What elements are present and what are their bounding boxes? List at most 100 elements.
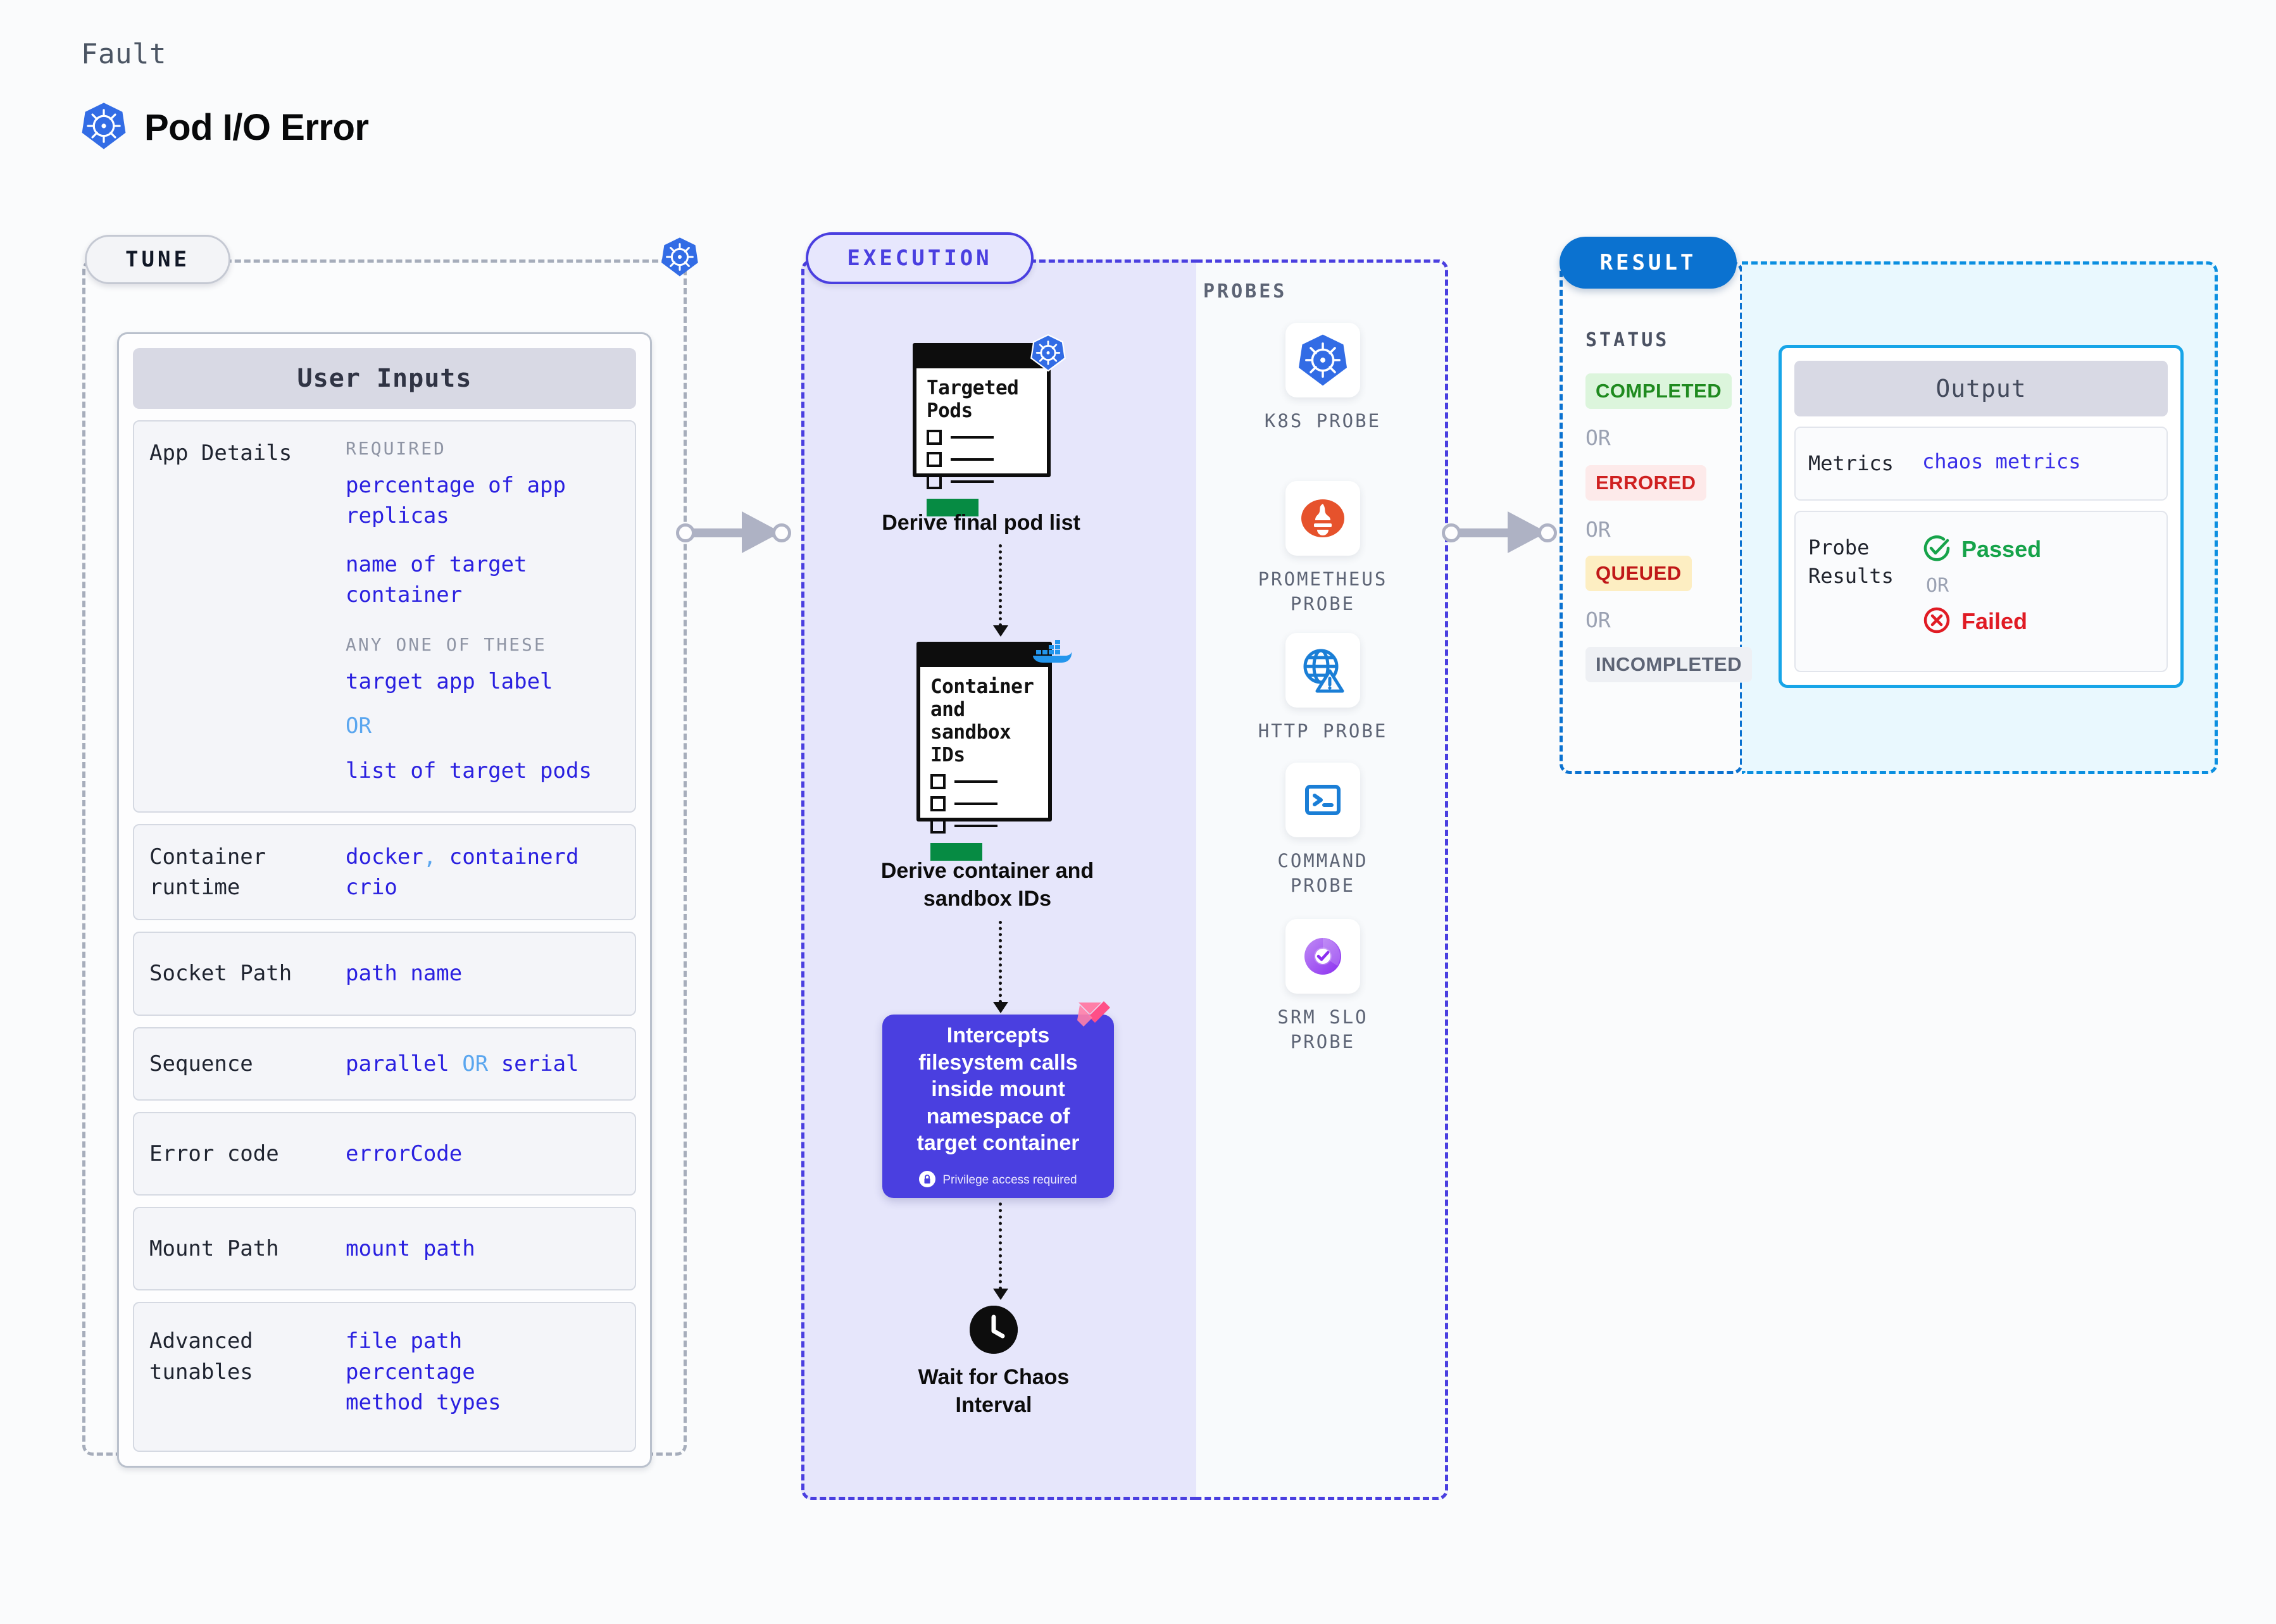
flow-arrow-head-1 — [993, 625, 1008, 637]
value-socket-path: path name — [346, 961, 463, 987]
output-label-metrics: Metrics — [1808, 451, 1894, 475]
probe-result-failed: Failed — [1922, 606, 2154, 638]
user-inputs-card: User Inputs App Details REQUIRED percent… — [117, 332, 652, 1468]
required-heading: REQUIRED — [346, 438, 446, 459]
output-row-metrics[interactable]: Metrics chaos metrics — [1794, 427, 2168, 501]
checkbox-icon — [927, 473, 942, 489]
kubernetes-badge-icon — [661, 237, 699, 280]
flow-arrow-3 — [999, 1202, 1002, 1290]
kubernetes-badge-icon — [1030, 334, 1066, 375]
value-runtimes: docker, containerd — [346, 844, 579, 870]
flow-arrow-1 — [999, 544, 1002, 627]
checkbox-icon — [927, 429, 942, 445]
value-error-code: errorCode — [346, 1140, 463, 1166]
value-target-app-label: target app label — [346, 669, 553, 695]
value-or-1: OR — [346, 713, 372, 739]
probes-container — [1196, 259, 1448, 1500]
connector-tune-to-execution — [676, 510, 803, 554]
input-label-sequence: Sequence — [149, 1051, 253, 1077]
input-row-sequence[interactable]: Sequence parallel OR serial — [133, 1027, 636, 1101]
status-badge-queued: QUEUED — [1585, 556, 1692, 591]
progress-bar — [930, 842, 982, 861]
output-title: Output — [1794, 361, 2168, 416]
output-value-metrics: chaos metrics — [1922, 449, 2081, 473]
checkbox-icon — [930, 773, 946, 789]
flow-arrow-2 — [999, 921, 1002, 1003]
intercept-filesystem-calls-card: Intercepts filesystem calls inside mount… — [882, 1015, 1114, 1198]
checkbox-icon — [930, 818, 946, 834]
srm-slo-icon — [1285, 919, 1360, 994]
probe-k8s[interactable]: K8S PROBE — [1228, 323, 1418, 434]
input-label-socket-path: Socket Path — [149, 961, 292, 987]
probe-http[interactable]: HTTP PROBE — [1228, 633, 1418, 744]
derive-pod-list-caption: Derive final pod list — [882, 511, 1080, 535]
page-header: Fault Pod I/O Error — [81, 38, 369, 153]
connector-execution-to-result — [1442, 510, 1568, 554]
check-circle-icon — [1922, 534, 1951, 566]
fault-eyebrow-label: Fault — [81, 38, 166, 70]
http-globe-warning-icon — [1285, 633, 1360, 708]
kubernetes-icon — [81, 102, 127, 153]
status-badge-completed: COMPLETED — [1585, 373, 1732, 409]
probes-title: PROBES — [1203, 280, 1287, 303]
input-row-mount-path[interactable]: Mount Path mount path — [133, 1207, 636, 1291]
value-adv-percentage: percentage — [346, 1359, 475, 1385]
value-adv-method-types: method types — [346, 1389, 501, 1415]
progress-bar — [927, 498, 979, 516]
clock-icon — [970, 1306, 1018, 1354]
page-title: Pod I/O Error — [144, 107, 369, 148]
status-or-2: OR — [1585, 517, 1611, 542]
kubernetes-icon — [1285, 323, 1360, 397]
input-label-error-code: Error code — [149, 1140, 279, 1166]
privilege-note: Privilege access required — [919, 1170, 1077, 1190]
input-label-app-details: App Details — [149, 440, 292, 466]
lock-icon — [919, 1170, 936, 1190]
stage-pill-tune[interactable]: TUNE — [85, 235, 230, 284]
probe-result-or: OR — [1926, 574, 1949, 597]
status-or-1: OR — [1585, 425, 1611, 450]
status-badge-errored: ERRORED — [1585, 465, 1706, 501]
intercept-description: Intercepts filesystem calls inside mount… — [916, 1023, 1080, 1156]
flow-arrow-head-2 — [993, 1002, 1008, 1013]
prometheus-icon — [1285, 481, 1360, 556]
input-row-error-code[interactable]: Error code errorCode — [133, 1111, 636, 1196]
value-mount-path: mount path — [346, 1236, 475, 1262]
stage-pill-result[interactable]: RESULT — [1560, 237, 1737, 289]
fault-title-row: Pod I/O Error — [81, 102, 369, 153]
terminal-icon — [1285, 763, 1360, 837]
input-row-socket-path[interactable]: Socket Path path name — [133, 932, 636, 1016]
stage-pill-execution[interactable]: EXECUTION — [806, 232, 1034, 284]
value-runtime-crio: crio — [346, 875, 397, 901]
value-adv-file-path: file path — [346, 1328, 463, 1354]
value-target-pods-list: list of target pods — [346, 758, 592, 784]
probe-label-k8s: K8S PROBE — [1264, 410, 1382, 432]
checkbox-icon — [930, 796, 946, 811]
status-title: STATUS — [1585, 329, 1670, 351]
value-sequence: parallel OR serial — [346, 1051, 579, 1077]
status-badge-incompleted: INCOMPLETED — [1585, 647, 1753, 682]
probe-label-http: HTTP PROBE — [1258, 720, 1388, 742]
checkbox-icon — [927, 451, 942, 467]
status-or-3: OR — [1585, 608, 1611, 632]
